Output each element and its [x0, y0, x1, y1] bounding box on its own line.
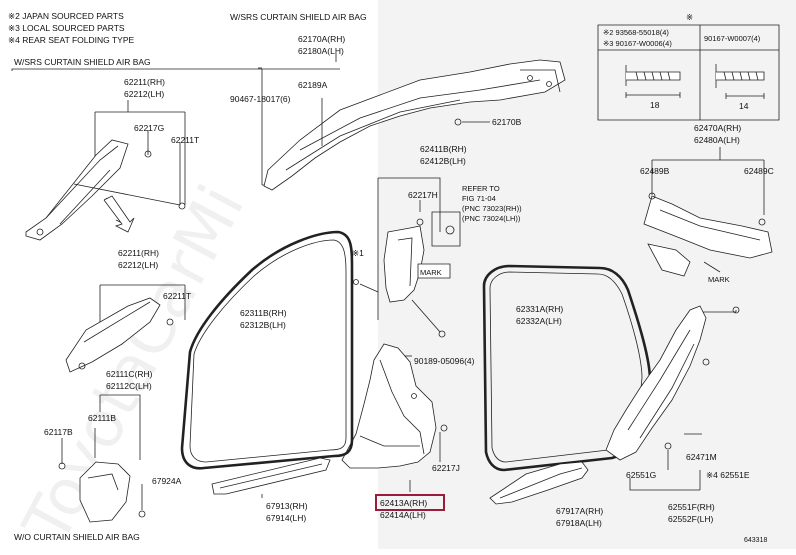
label-62471M: 62471M	[686, 452, 717, 462]
screw-dim1: 18	[650, 100, 660, 110]
note-local: ※3 LOCAL SOURCED PARTS	[8, 23, 125, 33]
label-62211T: 62211T	[171, 135, 199, 145]
note-folding: ※4 REAR SEAT FOLDING TYPE	[8, 35, 134, 45]
refer-line3: (PNC 73023(RH))	[462, 204, 522, 213]
label-62217G: 62217G	[134, 123, 164, 133]
label-62170A: 62170A(RH)	[298, 34, 345, 44]
refer-line2: FIG 71-04	[462, 194, 496, 203]
refer-line4: (PNC 73024(LH))	[462, 214, 521, 223]
label-62117B: 62117B	[44, 427, 73, 437]
label-62552F: 62552F(LH)	[668, 514, 714, 524]
label-62312B: 62312B(LH)	[240, 320, 286, 330]
label-62112C: 62112C(LH)	[106, 381, 152, 391]
label-67924A: 67924A	[152, 476, 182, 486]
label-62551F: 62551F(RH)	[668, 502, 715, 512]
screw-col1-line1: ※2 93568-55018(4)	[603, 28, 669, 37]
label-62217J: 62217J	[432, 463, 460, 473]
label-62412B: 62412B(LH)	[420, 156, 466, 166]
section-left-bottom: W/O CURTAIN SHIELD AIR BAG	[14, 532, 140, 542]
screw-dim2: 14	[739, 101, 749, 111]
label-67913: 67913(RH)	[266, 501, 308, 511]
note-japan: ※2 JAPAN SOURCED PARTS	[8, 11, 124, 21]
label-62189A: 62189A	[298, 80, 328, 90]
label-62411B: 62411B(RH)	[420, 144, 467, 154]
refer-line1: REFER TO	[462, 184, 500, 193]
screw-col1-line2: ※3 90167-W0006(4)	[603, 39, 672, 48]
section-left-top: W/SRS CURTAIN SHIELD AIR BAG	[14, 57, 151, 67]
label-62551E: ※4 62551E	[706, 470, 750, 480]
label-62111B: 62111B	[88, 413, 116, 423]
label-90189: 90189-05096(4)	[414, 356, 475, 366]
label-62332A: 62332A(LH)	[516, 316, 562, 326]
label-67917A: 67917A(RH)	[556, 506, 603, 516]
mark-label-2: MARK	[708, 275, 730, 284]
label-62111C: 62111C(RH)	[106, 369, 153, 379]
label-62217H: 62217H	[408, 190, 438, 200]
label-62331A: 62331A(RH)	[516, 304, 563, 314]
screw-col2: 90167-W0007(4)	[704, 34, 761, 43]
label-67918A: 67918A(LH)	[556, 518, 602, 528]
label-62489C: 62489C	[744, 166, 774, 176]
label-62170B: 62170B	[492, 117, 522, 127]
label-62211T-b: 62211T	[163, 291, 191, 301]
label-62489B: 62489B	[640, 166, 670, 176]
label-62211: 62211(RH)	[124, 77, 165, 87]
label-62480A: 62480A(LH)	[694, 135, 740, 145]
section-center-top: W/SRS CURTAIN SHIELD AIR BAG	[230, 12, 367, 22]
star-1: ※1	[352, 248, 364, 258]
label-62311B: 62311B(RH)	[240, 308, 287, 318]
label-90467: 90467-18017(6)	[230, 94, 291, 104]
mark-label-1: MARK	[420, 268, 442, 277]
label-62470A: 62470A(RH)	[694, 123, 741, 133]
label-67914: 67914(LH)	[266, 513, 306, 523]
label-62180A: 62180A(LH)	[298, 46, 344, 56]
label-62551G: 62551G	[626, 470, 656, 480]
label-62211-b: 62211(RH)	[118, 248, 159, 258]
screw-table-mark: ※	[686, 12, 693, 22]
label-62212-b: 62212(LH)	[118, 260, 158, 270]
label-62414A: 62414A(LH)	[380, 510, 426, 520]
label-62212: 62212(LH)	[124, 89, 164, 99]
drawing-number: 643318	[744, 537, 767, 544]
label-62413A: 62413A(RH)	[380, 498, 427, 508]
highlighted-part-box[interactable]	[375, 494, 445, 511]
